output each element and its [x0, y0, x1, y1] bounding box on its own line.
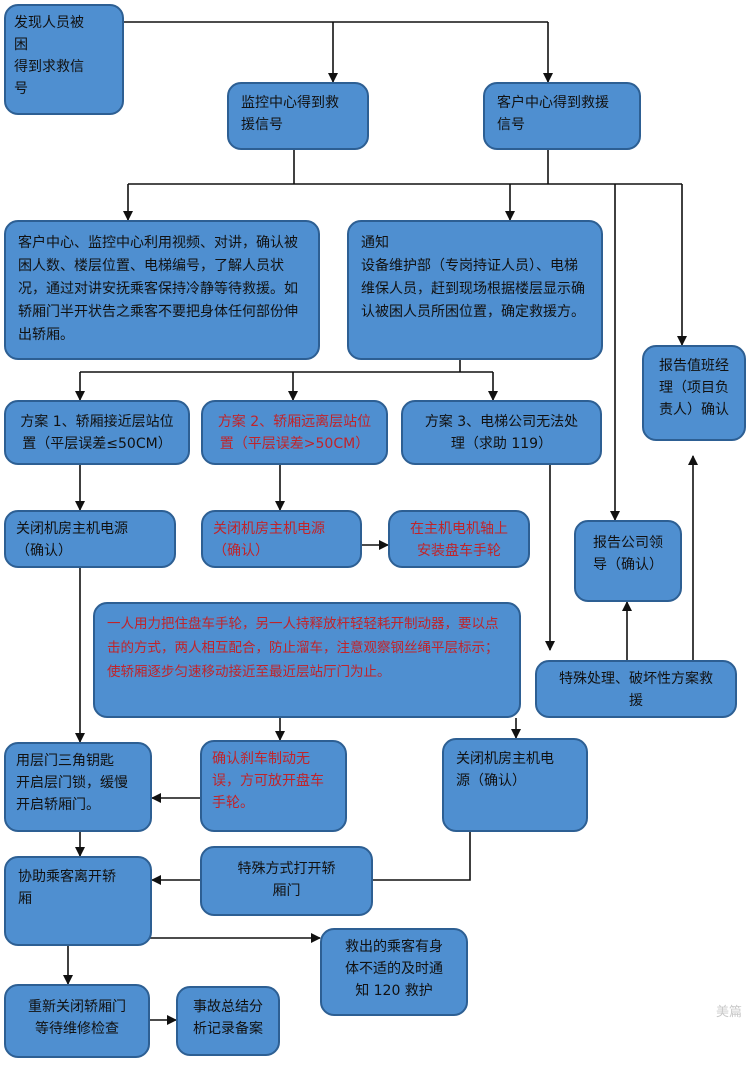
node-trapped-person-found: 发现人员被 困 得到求救信 号	[4, 4, 124, 115]
node-notify-maintenance: 通知 设备维护部（专岗持证人员）、电梯维保人员，赶到现场根据楼层显示确认被困人员…	[347, 220, 603, 360]
node-plan-3: 方案 3、电梯公司无法处 理（求助 119）	[401, 400, 602, 465]
node-open-landing-door: 用层门三角钥匙 开启层门锁，缓慢 开启轿厢门。	[4, 742, 152, 832]
node-monitoring-center-signal: 监控中心得到救 援信号	[227, 82, 369, 150]
node-special-destructive-rescue: 特殊处理、破坏性方案救 援	[535, 660, 737, 718]
node-plan-2: 方案 2、轿厢远离层站位 置（平层误差>50CM）	[201, 400, 388, 465]
node-power-off-plan3: 关闭机房主机电 源（确认）	[442, 738, 588, 832]
watermark-logo: 美篇	[715, 1005, 742, 1020]
node-install-handwheel: 在主机电机轴上 安装盘车手轮	[388, 510, 530, 568]
node-confirm-brake: 确认刹车制动无 误，方可放开盘车 手轮。	[200, 740, 347, 832]
node-power-off-plan1: 关闭机房主机电源 （确认）	[4, 510, 176, 568]
node-release-brake-procedure: 一人用力把住盘车手轮，另一人持释放杆轻轻耗开制动器，要以点击的方式，两人相互配合…	[93, 602, 521, 718]
node-report-company-leader: 报告公司领 导（确认）	[574, 520, 682, 602]
node-customer-center-signal: 客户中心得到救援 信号	[483, 82, 641, 150]
node-incident-summary-record: 事故总结分 析记录备案	[176, 986, 280, 1056]
node-confirm-trapped-info: 客户中心、监控中心利用视频、对讲，确认被困人数、楼层位置、电梯编号，了解人员状况…	[4, 220, 320, 360]
node-close-car-door-wait-repair: 重新关闭轿厢门 等待维修检查	[4, 984, 150, 1058]
node-special-open-car-door: 特殊方式打开轿 厢门	[200, 846, 373, 916]
node-plan-1: 方案 1、轿厢接近层站位 置（平层误差≤50CM）	[4, 400, 190, 465]
node-power-off-plan2: 关闭机房主机电源 （确认）	[201, 510, 362, 568]
node-report-duty-manager: 报告值班经 理（项目负 责人）确认	[642, 345, 746, 441]
node-notify-120: 救出的乘客有身 体不适的及时通 知 120 救护	[320, 928, 468, 1016]
node-help-passengers-exit: 协助乘客离开轿 厢	[4, 856, 152, 946]
